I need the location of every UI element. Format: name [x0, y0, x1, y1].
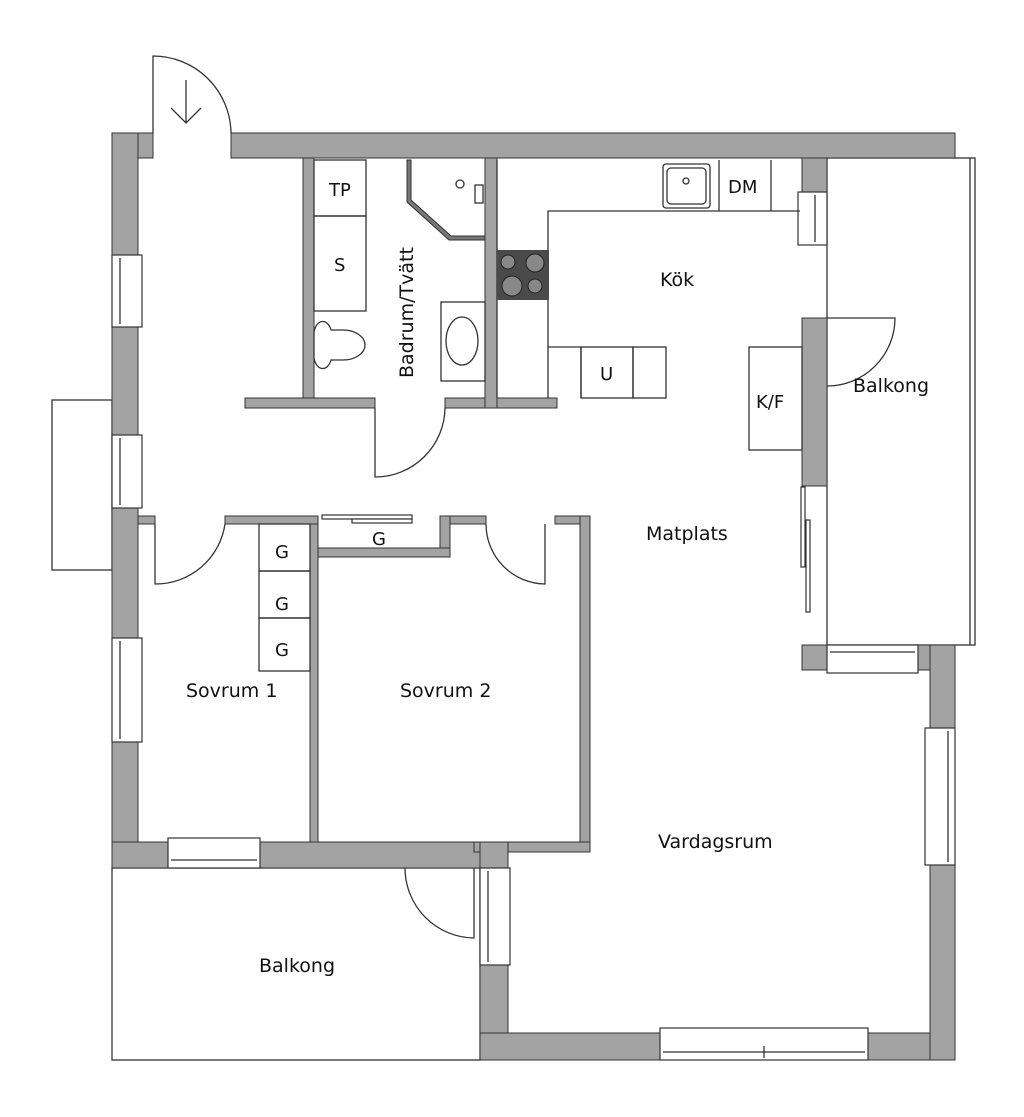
doors[interactable]	[154, 317, 896, 939]
fixture-cabinet: S	[334, 255, 345, 276]
fixture-oven: U	[600, 364, 613, 385]
fixture-fridge-freezer: K/F	[756, 392, 784, 413]
kitchen-sink-icon	[662, 163, 711, 209]
entrance-arrow-icon	[170, 80, 202, 124]
sink-icon	[445, 316, 479, 366]
room-label-balcony-east: Balkong	[853, 375, 929, 397]
room-label-bedroom2: Sovrum 2	[400, 680, 491, 702]
room-label-balcony-south: Balkong	[259, 955, 335, 977]
balcony-east-outline	[826, 157, 976, 646]
bathroom-fixtures	[313, 159, 486, 382]
fixture-dryer: TP	[328, 180, 351, 201]
room-label-bathroom: Badrum/Tvätt	[396, 247, 418, 378]
room-label-dining: Matplats	[646, 523, 728, 545]
room-label-living: Vardagsrum	[658, 831, 773, 853]
room-label-bedroom1: Sovrum 1	[186, 680, 277, 702]
windows	[111, 191, 956, 1061]
entrance-canopy	[51, 399, 113, 571]
fixture-wardrobe-2: G	[275, 594, 289, 615]
kitchen-fixtures	[258, 160, 803, 672]
room-label-kitchen: Kök	[660, 269, 694, 291]
fixture-wardrobe-hall: G	[372, 529, 386, 550]
entrance-door[interactable]	[152, 55, 232, 134]
fixture-wardrobe-3: G	[275, 640, 289, 661]
fixture-dishwasher: DM	[728, 177, 757, 198]
fixture-wardrobe-1: G	[275, 542, 289, 563]
toilet-icon	[313, 320, 366, 370]
